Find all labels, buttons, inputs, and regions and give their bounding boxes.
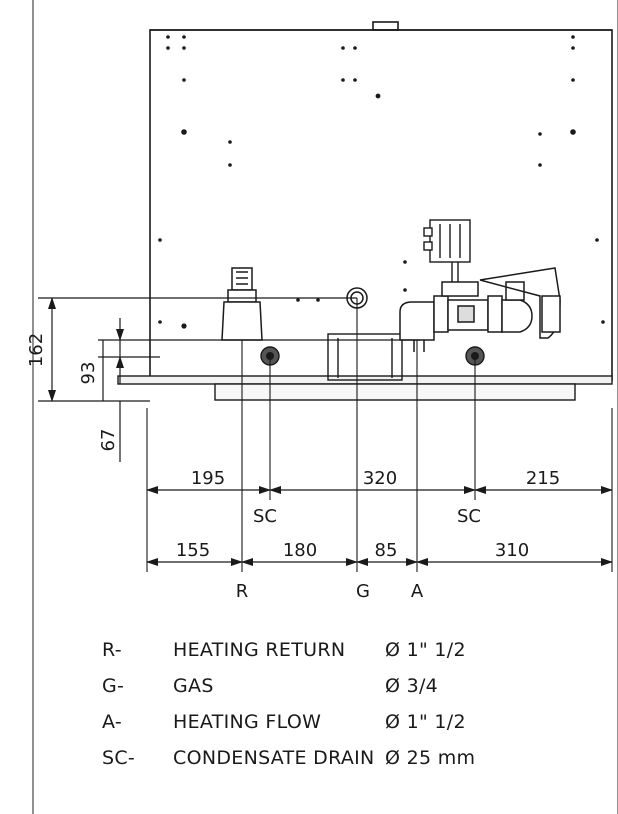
marker-r: R <box>236 581 249 602</box>
vertical-dimensions <box>38 297 420 462</box>
dim-180: 180 <box>283 540 317 561</box>
legend-description: HEATING RETURN <box>173 639 346 661</box>
marker-sc-right: SC <box>457 506 481 527</box>
dim-320: 320 <box>363 468 397 489</box>
connection-legend: R- HEATING RETURN Ø 1" 1/2 G- GAS Ø 3/4 … <box>102 632 515 776</box>
dim-215: 215 <box>526 468 560 489</box>
electrical-connector <box>423 219 471 282</box>
marker-g: G <box>356 581 370 602</box>
legend-size: Ø 1" 1/2 <box>385 711 466 733</box>
marker-sc-left: SC <box>253 506 277 527</box>
legend-size: Ø 25 mm <box>385 747 476 769</box>
dim-67: 67 <box>98 429 119 452</box>
legend-row-gas: G- GAS Ø 3/4 <box>102 668 515 704</box>
legend-code: G- <box>102 675 125 697</box>
legend-code: SC- <box>102 747 136 769</box>
legend-size: Ø 1" 1/2 <box>385 639 466 661</box>
legend-row-flow: A- HEATING FLOW Ø 1" 1/2 <box>102 704 515 740</box>
legend-row-condensate: SC- CONDENSATE DRAIN Ø 25 mm <box>102 740 515 776</box>
page-border <box>32 0 618 814</box>
heating-flow-valve-assembly <box>399 267 561 352</box>
marker-a: A <box>411 581 424 602</box>
dim-155: 155 <box>176 540 210 561</box>
legend-size: Ø 3/4 <box>385 675 439 697</box>
legend-row-return: R- HEATING RETURN Ø 1" 1/2 <box>102 632 515 668</box>
boiler-base <box>117 333 613 401</box>
dim-162: 162 <box>26 333 47 367</box>
heating-return-pipe <box>221 267 263 341</box>
extension-lines <box>146 298 613 572</box>
legend-code: R- <box>102 639 122 661</box>
casing-screw-holes <box>158 35 605 329</box>
legend-description: HEATING FLOW <box>173 711 322 733</box>
dim-85: 85 <box>375 540 398 561</box>
legend-code: A- <box>102 711 123 733</box>
dim-310: 310 <box>495 540 529 561</box>
legend-description: CONDENSATE DRAIN <box>173 747 375 769</box>
dim-93: 93 <box>78 362 99 385</box>
legend-description: GAS <box>173 675 214 697</box>
dim-195: 195 <box>191 468 225 489</box>
